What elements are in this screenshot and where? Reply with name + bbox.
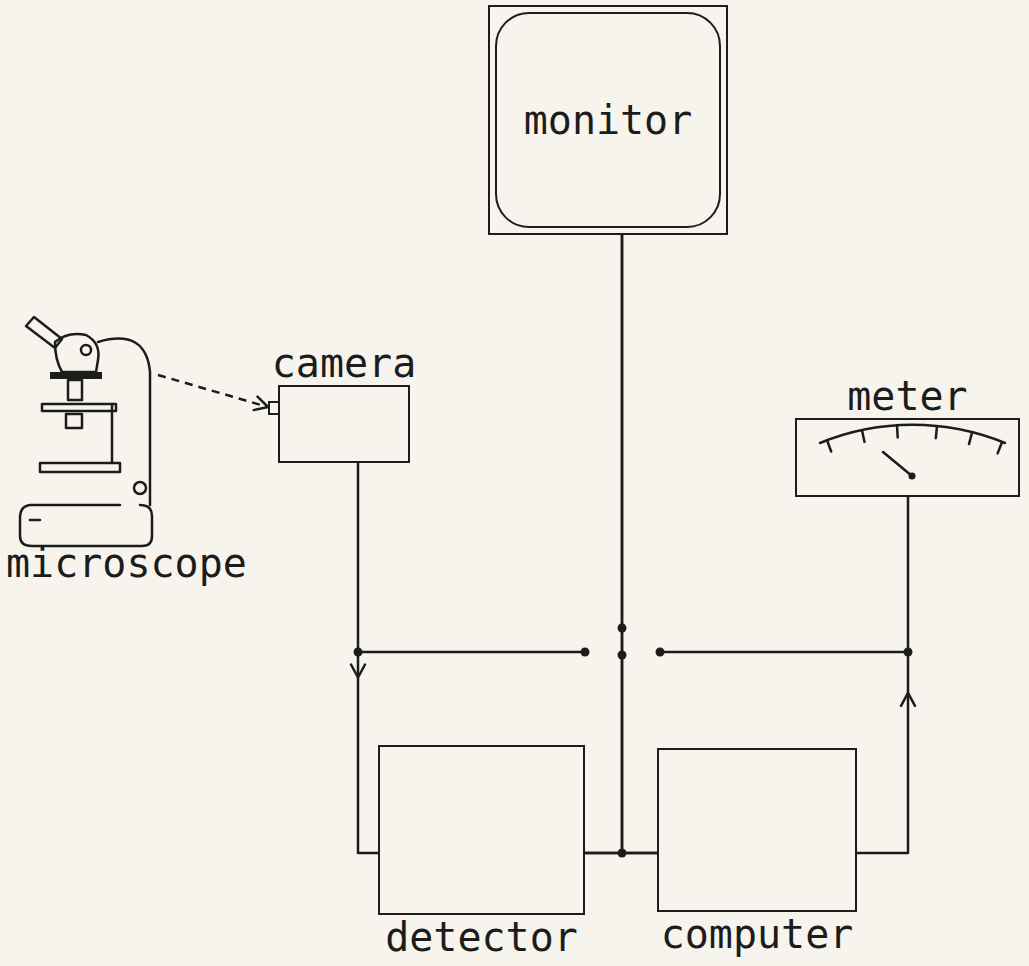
node-label: computer	[661, 912, 854, 956]
detector-box: detector	[378, 745, 585, 915]
arrow-head	[351, 665, 365, 678]
node-label: microscope	[6, 541, 247, 585]
connector-line	[158, 375, 268, 407]
arrow-head	[901, 693, 915, 706]
meter-box: meter	[795, 418, 1020, 497]
connector	[857, 497, 915, 853]
camera-box: camera	[278, 385, 410, 463]
connector	[158, 375, 268, 410]
microscope-illustration	[18, 310, 158, 545]
node-label: camera	[272, 341, 417, 385]
node-label: detector	[385, 915, 578, 959]
connector	[585, 235, 622, 853]
switch-contact	[581, 648, 590, 657]
connector-line	[857, 497, 908, 853]
connector-line	[622, 235, 657, 853]
switch-wire	[660, 651, 908, 654]
meter-dial	[795, 418, 1020, 497]
camera-lens	[268, 401, 278, 415]
computer-box: computer	[657, 748, 857, 912]
microscope-figure: microscope	[18, 310, 158, 545]
switch-wire	[358, 651, 585, 654]
connector	[622, 235, 657, 853]
node-label: monitor	[524, 98, 693, 142]
connector	[351, 463, 378, 853]
connector-line	[585, 235, 622, 853]
arrow-head	[254, 397, 268, 411]
connector-line	[358, 463, 378, 853]
node-label: meter	[847, 374, 967, 418]
switch-contact	[656, 648, 665, 657]
monitor-box: monitor	[488, 5, 728, 235]
